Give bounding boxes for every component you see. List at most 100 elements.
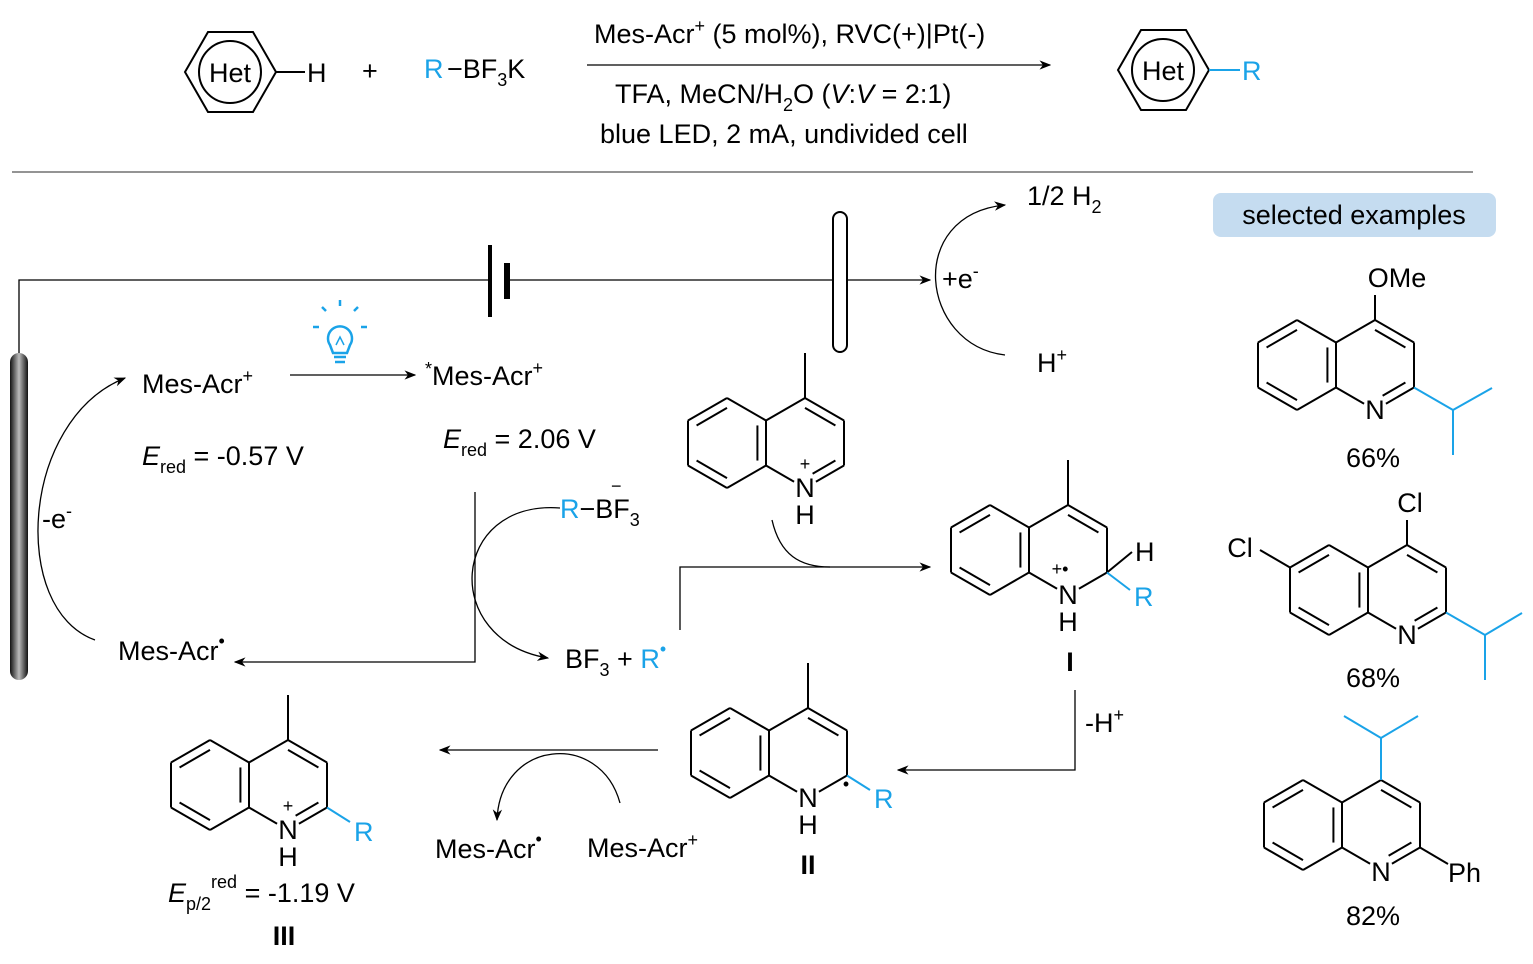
r-label: R xyxy=(424,54,444,84)
ph-substituent: Ph xyxy=(1448,858,1481,888)
bf3-and-radical: BF3 + R• xyxy=(565,639,666,680)
bond xyxy=(726,464,767,489)
bond xyxy=(1343,715,1382,739)
bond xyxy=(950,504,991,529)
bond xyxy=(696,407,728,427)
bond xyxy=(765,397,806,422)
bond xyxy=(1484,612,1523,636)
ep2-value: Ep/2red = -1.19 V xyxy=(168,872,355,914)
regen-mes-acr-radical: Mes-Acr• xyxy=(435,829,542,864)
cl-substituent-6: Cl xyxy=(1227,533,1253,563)
bond xyxy=(1263,779,1304,804)
bond xyxy=(1367,544,1408,569)
bond xyxy=(696,459,728,479)
bond xyxy=(287,749,319,769)
electrochemical-circuit xyxy=(10,211,932,680)
nh-atom: H xyxy=(278,842,298,872)
bond xyxy=(768,774,798,793)
bond xyxy=(729,707,770,732)
bond xyxy=(1257,319,1298,344)
radical-cation-mark: +• xyxy=(1052,559,1069,579)
bond xyxy=(298,806,328,825)
example-2-quinoline xyxy=(1259,520,1523,680)
bond xyxy=(815,464,845,483)
bond xyxy=(170,739,211,764)
bond xyxy=(248,806,278,825)
bond xyxy=(1406,544,1447,569)
bf3k-label: −BF3K xyxy=(447,54,525,90)
bond xyxy=(1289,611,1330,636)
bond xyxy=(729,774,770,799)
borate-oxidation-arrow xyxy=(471,507,561,661)
rvc-anode xyxy=(10,353,28,680)
bond xyxy=(804,397,845,422)
mes-acr-radical: Mes-Acr• xyxy=(118,631,225,666)
bond xyxy=(1302,846,1343,871)
intermediate-I-label: I xyxy=(1066,647,1074,677)
r-substituent: R xyxy=(874,784,894,814)
nh-atom: H xyxy=(798,810,818,840)
e-red-ground: Ered = -0.57 V xyxy=(142,441,304,477)
example-3-yield: 82% xyxy=(1346,901,1400,931)
regen-mes-acr-cation: Mes-Acr+ xyxy=(587,830,698,863)
bond xyxy=(807,717,839,737)
n-atom: N xyxy=(1058,580,1078,610)
r-label: R xyxy=(1242,56,1262,86)
bond xyxy=(295,801,319,817)
quinolinium-substrate xyxy=(687,353,845,489)
bond xyxy=(690,774,731,799)
het-label: Het xyxy=(1142,56,1185,86)
bond xyxy=(690,707,731,732)
bond xyxy=(1067,514,1099,534)
bond xyxy=(959,566,991,586)
bond xyxy=(818,774,848,793)
bond xyxy=(1272,789,1304,809)
bond xyxy=(179,749,211,769)
bond xyxy=(1028,504,1069,529)
bond xyxy=(950,571,991,596)
bond xyxy=(1335,319,1376,344)
het-label: Het xyxy=(209,58,252,88)
bond xyxy=(1263,846,1304,871)
bond xyxy=(959,514,991,534)
bond xyxy=(1067,504,1108,529)
bond xyxy=(687,397,728,422)
example-1-yield: 66% xyxy=(1346,443,1400,473)
bond xyxy=(846,774,871,791)
bond xyxy=(1289,544,1330,569)
selected-examples-badge xyxy=(1213,193,1496,237)
bond xyxy=(1328,611,1369,636)
bond xyxy=(807,707,848,732)
bond xyxy=(1414,606,1438,622)
intermediate-III-label: III xyxy=(273,921,296,951)
bond xyxy=(1413,386,1454,411)
bond xyxy=(179,801,211,821)
bond xyxy=(1266,329,1298,349)
bond xyxy=(1452,387,1493,411)
bond xyxy=(1078,571,1108,590)
plus-sign: + xyxy=(362,56,378,86)
bond xyxy=(1106,551,1133,574)
example-3-quinoline xyxy=(1263,715,1449,871)
bond xyxy=(1328,544,1369,569)
hydrogen-label: 1/2 H2 xyxy=(1027,181,1102,217)
deprotonation-arrow xyxy=(896,690,1076,775)
bond xyxy=(1335,386,1365,405)
bond xyxy=(1298,554,1330,574)
nh-atom: H xyxy=(795,500,815,530)
h-substituent: H xyxy=(1135,537,1155,567)
bond xyxy=(1259,549,1291,569)
bond xyxy=(1382,381,1406,397)
conditions-light: blue LED, 2 mA, undivided cell xyxy=(600,119,968,149)
quinolinium-product-III xyxy=(170,695,351,831)
proton-label: H+ xyxy=(1037,345,1067,378)
n-atom: N xyxy=(1371,857,1391,887)
radical-dot: • xyxy=(843,774,849,794)
n-atom: N xyxy=(278,815,298,845)
bond xyxy=(687,464,728,489)
bond xyxy=(170,806,211,831)
nh-atom: H xyxy=(1058,607,1078,637)
heteroarene-product: Het R xyxy=(1116,29,1262,111)
bond xyxy=(699,717,731,737)
